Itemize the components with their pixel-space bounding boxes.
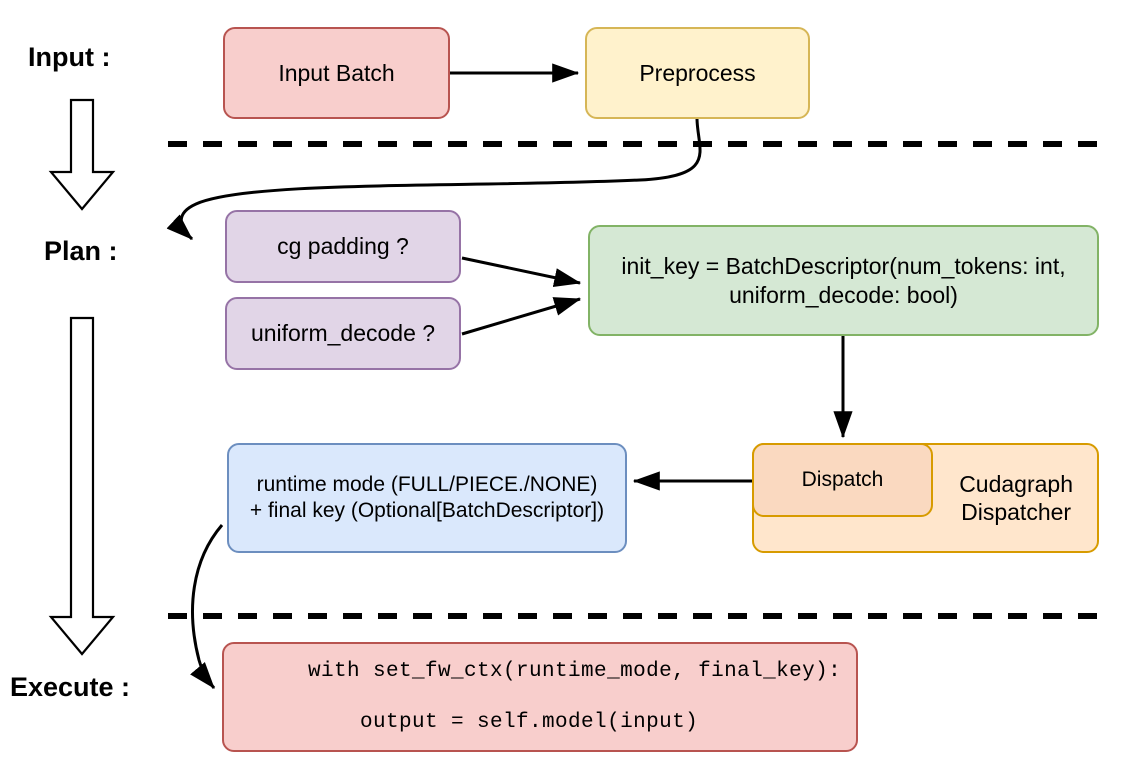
node-preprocess-label: Preprocess [639,59,756,86]
node-runtime-mode-line1: runtime mode (FULL/PIECE./NONE) [256,473,598,497]
edge-cg-padding-to-init-key [461,256,582,288]
node-cudagraph-dispatcher-label: Cudagraph Dispatcher [949,470,1097,526]
node-cg-padding[interactable]: cg padding ? [225,210,461,283]
stage-label-plan: Plan : [44,236,118,266]
node-dispatch-label: Dispatch [801,468,884,492]
input-to-plan-arrow [48,98,116,211]
node-init-key-line1: init_key = BatchDescriptor(num_tokens: i… [621,253,1066,280]
node-input-batch[interactable]: Input Batch [223,27,450,119]
node-dispatch[interactable]: Dispatch [752,443,933,517]
edge-uniform-decode-to-init-key [461,297,582,336]
plan-to-execute-arrow [48,316,116,656]
node-runtime-mode[interactable]: runtime mode (FULL/PIECE./NONE) + final … [227,443,627,553]
node-runtime-mode-line2: + final key (Optional[BatchDescriptor]) [249,499,605,522]
node-cudagraph-dispatcher-line1: Cudagraph [959,470,1073,497]
node-execute-code-line2: output = self.model(input) [308,710,699,734]
node-input-batch-label: Input Batch [278,59,395,86]
node-preprocess[interactable]: Preprocess [585,27,810,119]
node-execute-code-text: with set_fw_ctx(runtime_mode, final_key)… [224,633,856,761]
node-init-key-line2: uniform_decode: bool) [729,281,958,308]
node-execute-code[interactable]: with set_fw_ctx(runtime_mode, final_key)… [222,642,858,752]
node-init-key-text: init_key = BatchDescriptor(num_tokens: i… [590,252,1097,308]
stage-label-execute: Execute : [10,672,131,702]
node-cudagraph-dispatcher-line2: Dispatcher [961,499,1072,525]
edge-runtime-mode-to-execute-code [190,524,224,689]
node-uniform-decode[interactable]: uniform_decode ? [225,297,461,370]
node-runtime-mode-text: runtime mode (FULL/PIECE./NONE) + final … [229,472,625,523]
stage-label-input: Input : [28,42,111,72]
node-uniform-decode-label: uniform_decode ? [250,320,436,347]
node-cg-padding-label: cg padding ? [277,233,409,260]
node-init-key[interactable]: init_key = BatchDescriptor(num_tokens: i… [588,225,1099,336]
node-execute-code-line1: with set_fw_ctx(runtime_mode, final_key)… [308,659,842,683]
